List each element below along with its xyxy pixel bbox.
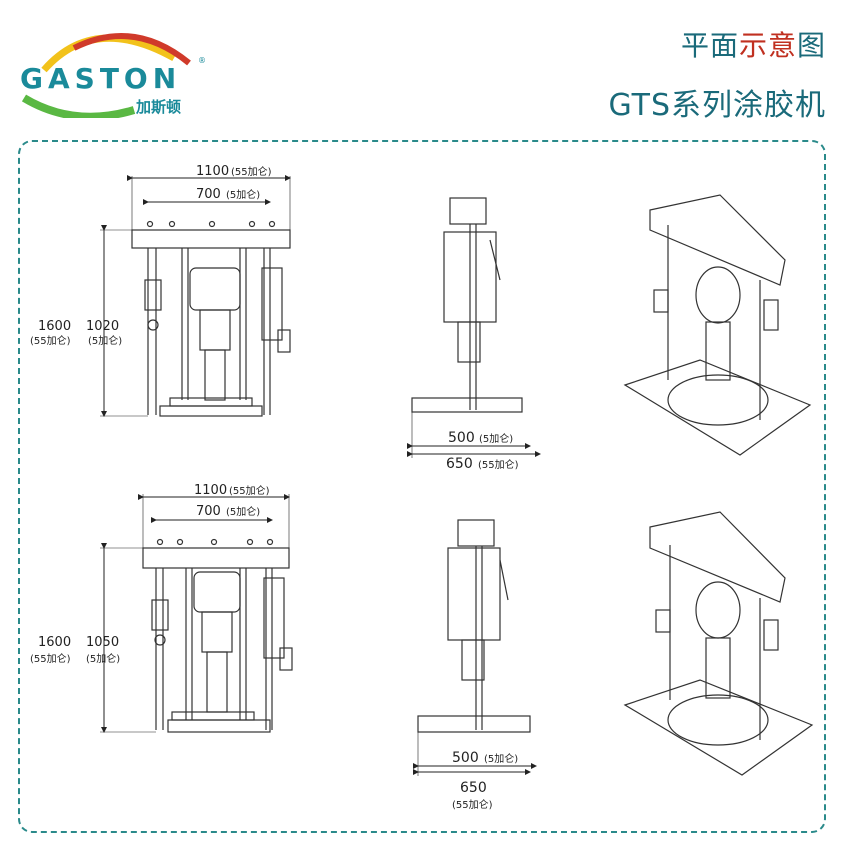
bottom-height-outer-note: (55加仑) — [30, 652, 71, 665]
bottom-height-outer: 1600 — [38, 635, 71, 650]
page-subtitle: GTS系列涂胶机 — [608, 88, 826, 123]
bottom-depth-inner-note: (5加仑) — [484, 752, 518, 765]
side-view-top — [411, 197, 523, 413]
page-title: 平面示意图 — [681, 24, 826, 64]
top-height-outer-note: (55加仑) — [30, 334, 71, 347]
side-view-bottom — [417, 519, 531, 733]
dimensions-top-side — [407, 412, 541, 458]
top-height-outer: 1600 — [38, 319, 71, 334]
title-part-3: 图 — [796, 29, 826, 62]
brand-logo: GASTON ® 加斯顿 — [14, 18, 206, 121]
iso-view-bottom — [623, 511, 814, 776]
top-width-outer-note: (55加仑) — [231, 165, 272, 178]
dimensions-bottom-front — [100, 494, 290, 733]
bottom-width-inner-note: (5加仑) — [226, 505, 260, 518]
logo-cn-text: 加斯顿 — [136, 98, 182, 116]
logo-text: GASTON — [20, 62, 182, 95]
bottom-depth-outer-note: (55加仑) — [452, 798, 493, 811]
front-view-bottom — [142, 538, 293, 733]
bottom-depth-inner: 500 — [452, 750, 479, 766]
top-width-outer: 1100 — [196, 164, 229, 179]
bottom-height-inner-note: (5加仑) — [86, 652, 120, 665]
top-depth-outer-note: (55加仑) — [478, 458, 519, 471]
top-width-inner-note: (5加仑) — [226, 188, 260, 201]
bottom-width-outer: 1100 — [194, 483, 227, 498]
logo-registered: ® — [198, 56, 206, 65]
bottom-height-inner: 1050 — [86, 635, 119, 650]
logo-swoosh-icon — [21, 33, 191, 121]
dimensions-top-front — [100, 175, 291, 417]
dimensions-bottom-side — [413, 732, 537, 776]
diagram-frame — [18, 140, 826, 833]
top-height-inner-note: (5加仑) — [88, 334, 122, 347]
front-view-top — [131, 220, 291, 417]
title-part-1: 平面 — [680, 29, 739, 62]
top-width-inner: 700 — [196, 187, 221, 202]
top-depth-outer: 650 — [446, 456, 473, 472]
top-depth-inner: 500 — [448, 430, 475, 446]
iso-view-top — [623, 194, 812, 456]
bottom-depth-outer: 650 — [460, 780, 487, 796]
title-part-2: 示意 — [738, 29, 797, 62]
bottom-width-inner: 700 — [196, 504, 221, 519]
top-height-inner: 1020 — [86, 319, 119, 334]
bottom-width-outer-note: (55加仑) — [229, 484, 270, 497]
top-depth-inner-note: (5加仑) — [479, 432, 513, 445]
